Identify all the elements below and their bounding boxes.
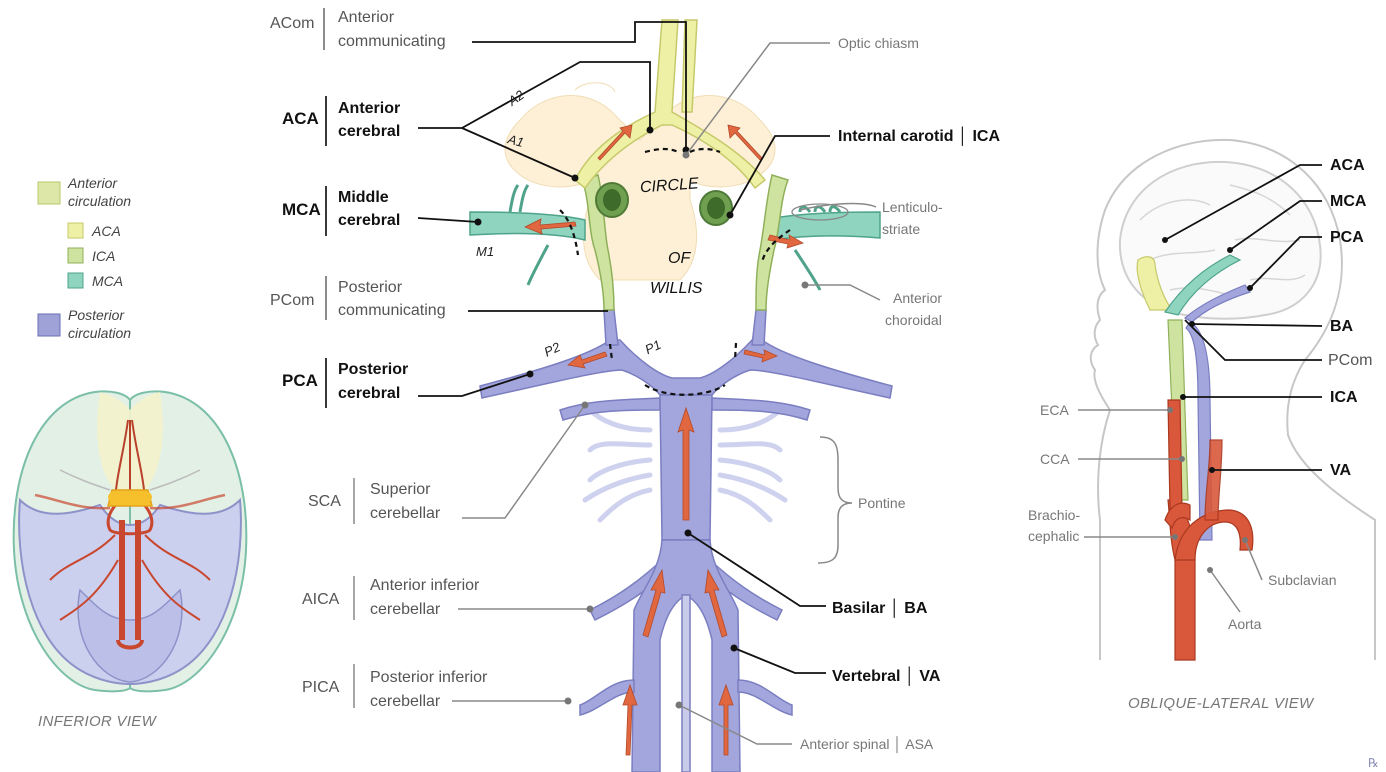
oblique-eca-label: ECA: [1040, 402, 1069, 418]
pontine-bracket: [818, 437, 852, 563]
pontine-label: Pontine: [858, 495, 906, 511]
mca-full-2: cerebral: [338, 212, 400, 229]
oblique-aca-label: ACA: [1330, 157, 1365, 174]
basilar-label: Basilar │ BA: [832, 598, 928, 618]
segment-m1-label: M1: [476, 244, 494, 259]
circle-label-2: OF: [668, 250, 691, 267]
vertebral-label: Vertebral │ VA: [832, 666, 941, 686]
aica-full-1: Anterior inferior: [370, 577, 480, 594]
pcom-abbr: PCom: [270, 292, 314, 309]
oblique-subclavian-label: Subclavian: [1268, 572, 1337, 588]
sca-abbr: SCA: [308, 493, 341, 510]
willis-main: A2 A1 M1 P1 P2 CIRCLE OF WILLIS: [470, 20, 892, 772]
lenticulostriate-label: Lenticulo-: [882, 199, 943, 215]
segment-p2-label: P2: [542, 339, 563, 360]
oblique-ica-label: ICA: [1330, 389, 1358, 406]
legend-anterior-swatch: [38, 182, 60, 204]
legend-mca-swatch: [68, 273, 83, 288]
aica-abbr: AICA: [302, 591, 340, 608]
inferior-view-brain: [14, 391, 247, 691]
segment-p1-label: P1: [643, 337, 664, 357]
acom-full-1: Anterior: [338, 9, 395, 26]
legend-anterior-label: Anterior: [67, 175, 118, 191]
pca-full-2: cerebral: [338, 385, 400, 402]
acom-full-2: communicating: [338, 33, 446, 50]
legend-mca-label: MCA: [92, 273, 123, 289]
legend-posterior-swatch: [38, 314, 60, 336]
oblique-ba-label: BA: [1330, 318, 1354, 335]
anterior-spinal-label: Anterior spinal │ ASA: [800, 736, 934, 754]
legend-ica-swatch: [68, 248, 83, 263]
oblique-pca-label: PCA: [1330, 229, 1364, 246]
sca-full-2: cerebellar: [370, 505, 441, 522]
lenticulostriate-label-2: striate: [882, 221, 920, 237]
aica-full-2: cerebellar: [370, 601, 441, 618]
legend-posterior-label-2: circulation: [68, 325, 131, 341]
pca-abbr: PCA: [282, 371, 318, 390]
mca-abbr: MCA: [282, 200, 321, 219]
pica-abbr: PICA: [302, 679, 340, 696]
oblique-va-label: VA: [1330, 462, 1351, 479]
legend: Anterior circulation ACA ICA MCA Posteri…: [38, 175, 131, 341]
rx-logo: ℞: [1368, 756, 1379, 770]
posterior-vessels: [480, 310, 892, 772]
inferior-view-caption: INFERIOR VIEW: [38, 713, 158, 730]
oblique-view-caption: OBLIQUE-LATERAL VIEW: [1128, 695, 1315, 712]
internal-carotid-label: Internal carotid │ ICA: [838, 126, 1000, 146]
aca-full-2: cerebral: [338, 123, 400, 140]
optic-chiasm-label: Optic chiasm: [838, 35, 919, 51]
aca-full-1: Anterior: [338, 100, 400, 117]
legend-aca-swatch: [68, 223, 83, 238]
oblique-brachiocephalic-label: Brachio-: [1028, 507, 1080, 523]
mca-full-1: Middle: [338, 189, 389, 206]
sca-full-1: Superior: [370, 481, 431, 498]
legend-ica-label: ICA: [92, 248, 115, 264]
legend-aca-label: ACA: [91, 223, 121, 239]
legend-anterior-label-2: circulation: [68, 193, 131, 209]
anterior-choroidal-label: Anterior: [893, 290, 942, 306]
oblique-cca-label: CCA: [1040, 451, 1070, 467]
pica-full-1: Posterior inferior: [370, 669, 488, 686]
pcom-full-1: Posterior: [338, 279, 403, 296]
pca-full-1: Posterior: [338, 361, 408, 378]
pica-full-2: cerebellar: [370, 693, 441, 710]
legend-posterior-label: Posterior: [68, 307, 125, 323]
anterior-choroidal-label-2: choroidal: [885, 312, 942, 328]
oblique-aorta-label: Aorta: [1228, 616, 1262, 632]
oblique-brachiocephalic-label-2: cephalic: [1028, 528, 1079, 544]
oblique-mca-label: MCA: [1330, 193, 1367, 210]
circle-label-3: WILLIS: [650, 280, 703, 297]
pcom-full-2: communicating: [338, 302, 446, 319]
acom-abbr: ACom: [270, 15, 314, 32]
oblique-pcom-label: PCom: [1328, 352, 1372, 369]
aca-abbr: ACA: [282, 109, 319, 128]
